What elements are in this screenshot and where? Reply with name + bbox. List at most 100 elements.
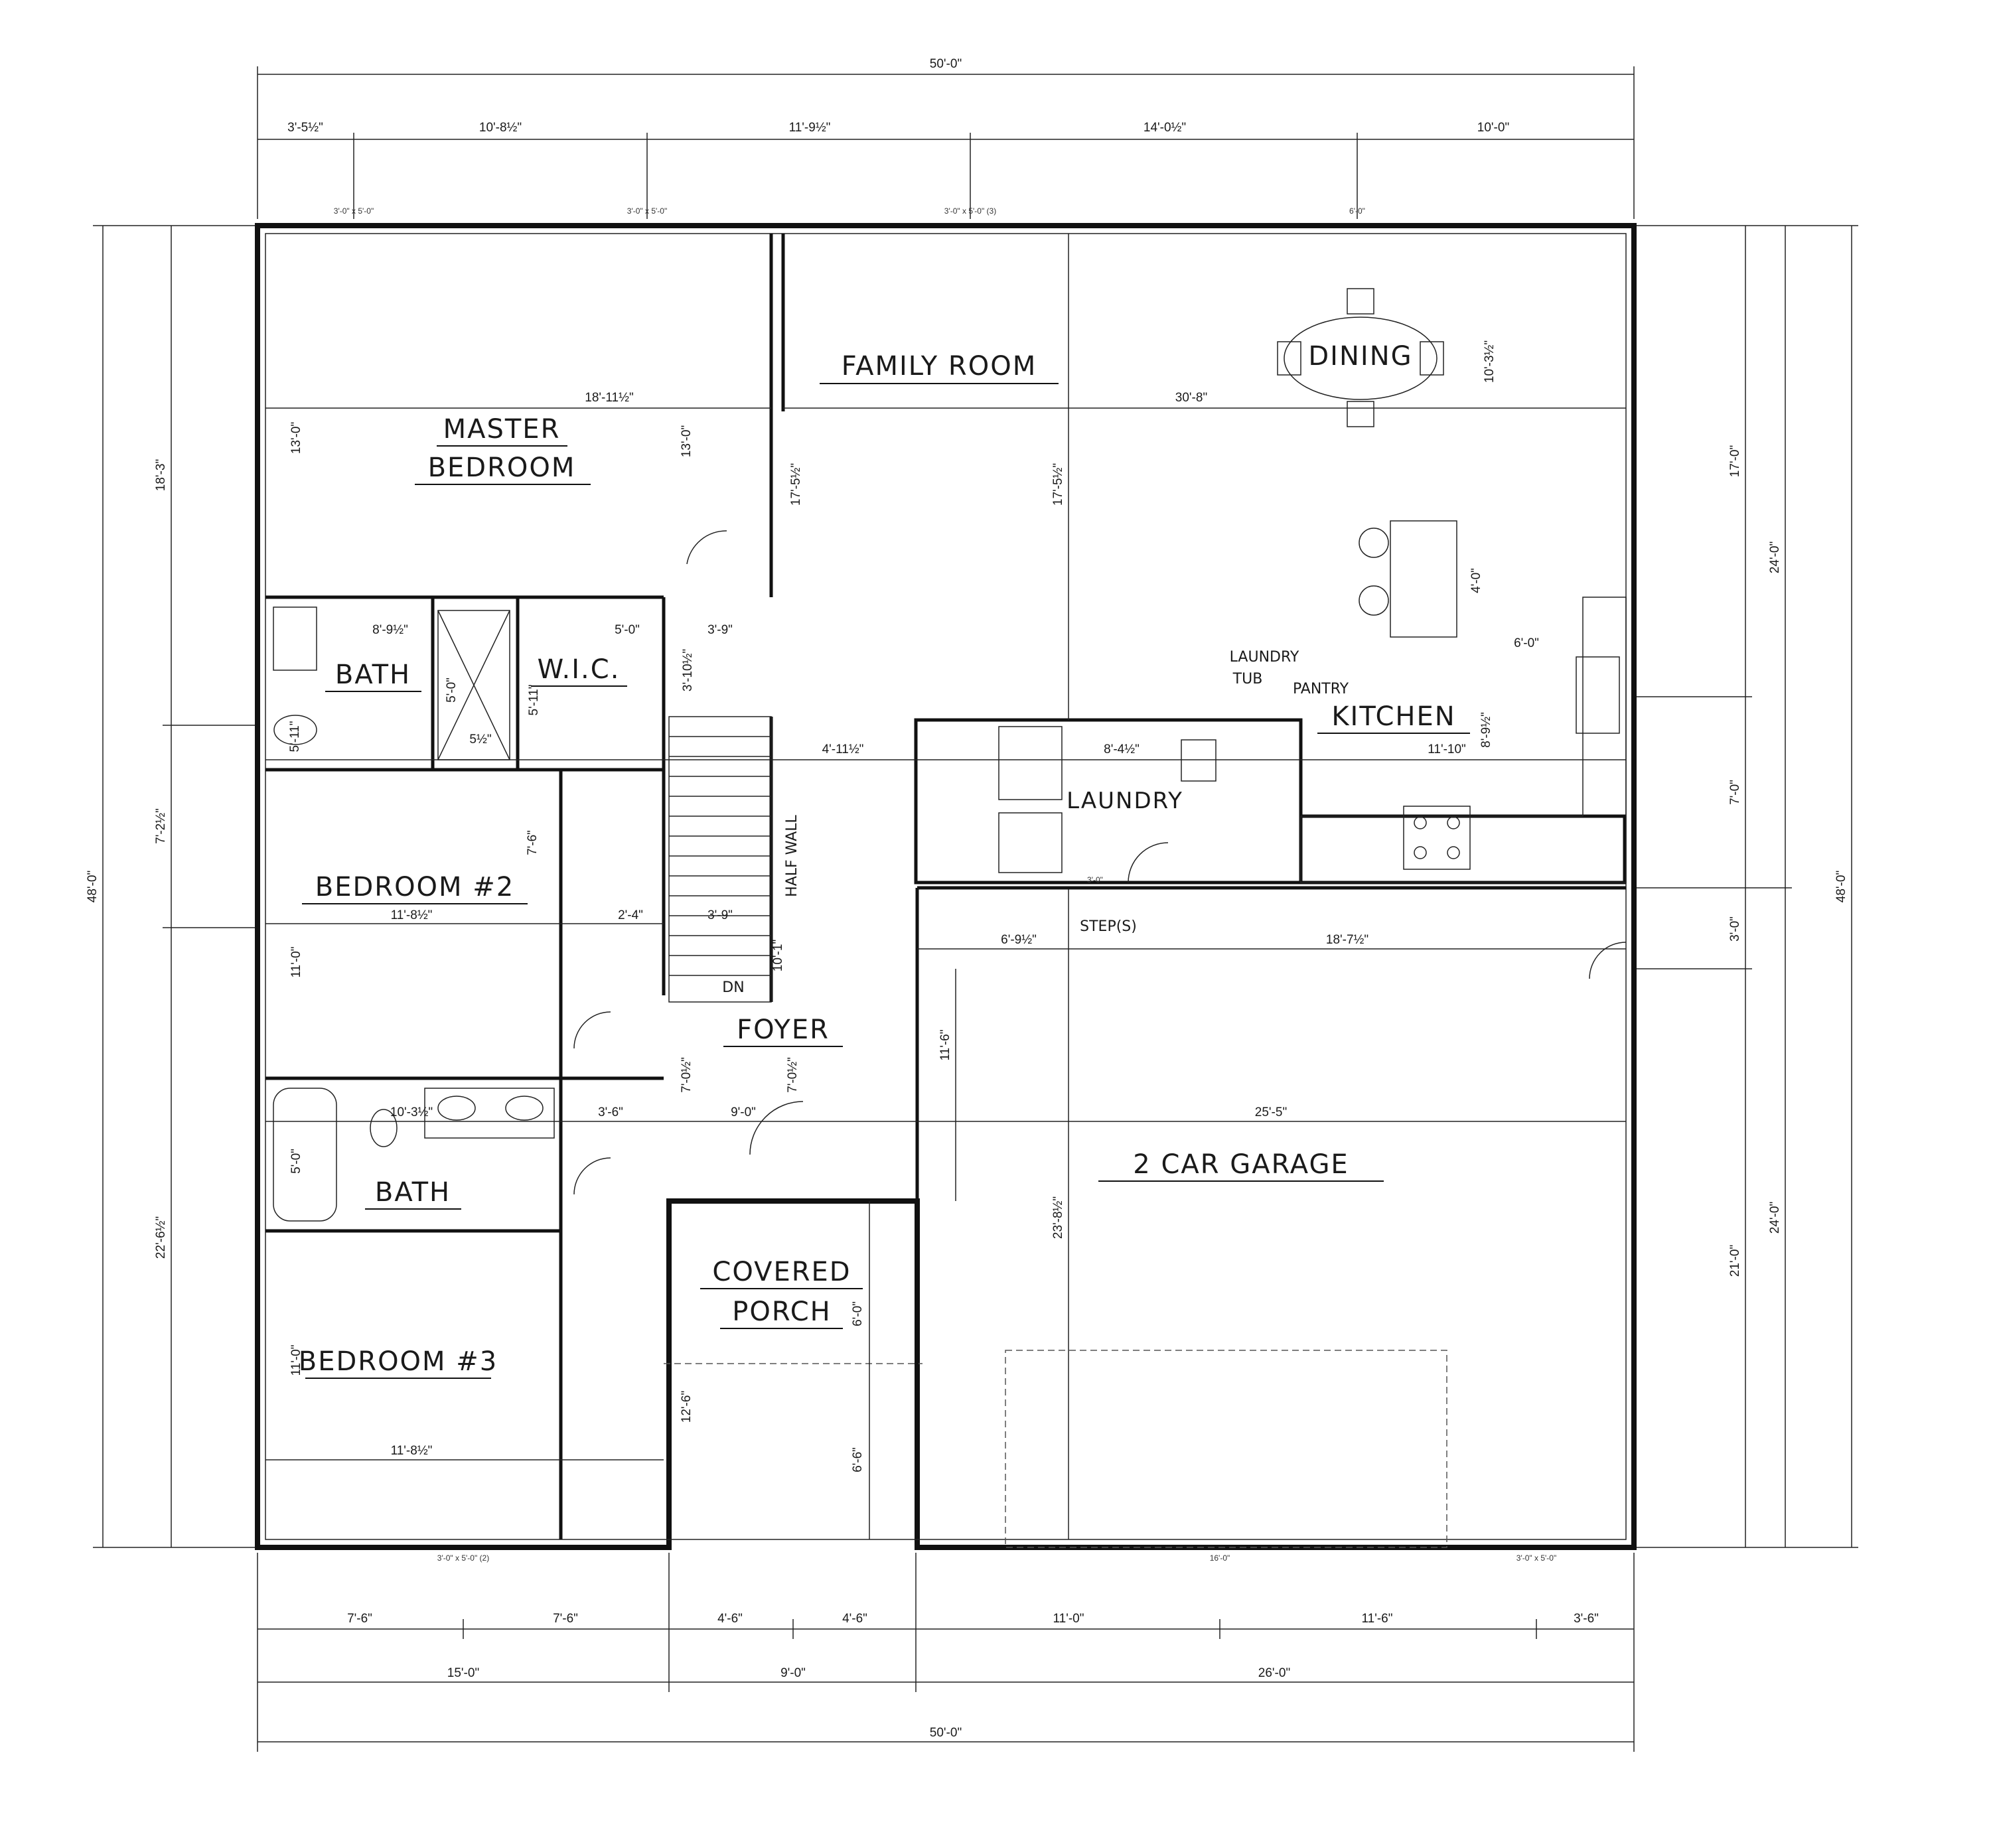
toilet-icon <box>370 1109 398 1147</box>
interior-dimensions: 18'-11½" 13'-0" 13'-0" 30'-8" 17'-5½" 17… <box>288 340 1539 1472</box>
dim-kitchen-width: 11'-10" <box>1428 743 1466 756</box>
dim-bottom-2: 7'-6" <box>553 1612 578 1626</box>
dim-laundry-depth: 8'-4½" <box>1104 743 1140 756</box>
dim-toilet-height: 5'-11" <box>288 721 302 752</box>
dim-dining-height: 10'-3½" <box>1483 340 1497 383</box>
window-bottom-3: 3'-0" x 5'-0" <box>1516 1553 1556 1563</box>
label-laundry-tub-2: TUB <box>1232 671 1263 687</box>
dim-bath2-width: 10'-3½" <box>390 1105 433 1119</box>
dim-left-1: 18'-3" <box>154 459 168 491</box>
dryer-icon <box>998 812 1063 873</box>
range-icon <box>1403 806 1471 870</box>
label-pantry: PANTRY <box>1293 681 1349 697</box>
dim-garage-height-2: 11'-6" <box>938 1030 952 1061</box>
dim-right-3: 3'-0" <box>1728 916 1742 942</box>
label-master-line2: BEDROOM <box>428 453 576 483</box>
label-underlines <box>302 383 1470 1379</box>
dim-bed2-height: 11'-0" <box>289 947 303 978</box>
dim-stair-height: 17'-5½" <box>789 463 803 506</box>
dim-bath2-height: 5'-0" <box>289 1149 303 1174</box>
dim-foyer-height-2: 7'-0½" <box>786 1057 800 1093</box>
label-bedroom-3: BEDROOM #3 <box>299 1346 498 1377</box>
room-labels: FAMILY ROOM DINING MASTER BEDROOM BATH W… <box>299 341 1455 1377</box>
dim-top-overall: 50'-0" <box>930 57 962 71</box>
dim-closet-height: 7'-6" <box>526 830 540 855</box>
dimension-lines <box>93 66 1858 1752</box>
dim-island-width: 6'-0" <box>1514 636 1539 650</box>
dim-bed2-width: 11'-8½" <box>391 908 433 922</box>
dim-bottom-5: 11'-0" <box>1053 1612 1084 1626</box>
washer-icon <box>998 726 1063 800</box>
dim-right-m2: 24'-0" <box>1768 1202 1782 1234</box>
dim-top-3: 11'-9½" <box>789 121 831 135</box>
toilet-icon <box>273 715 317 745</box>
dim-bottom-1: 7'-6" <box>347 1612 372 1626</box>
dim-bottom-7: 3'-6" <box>1574 1612 1599 1626</box>
label-laundry: LAUNDRY <box>1067 788 1183 814</box>
dim-wic-width: 5'-0" <box>615 623 640 637</box>
bar-stool-icon <box>1359 528 1389 558</box>
dim-right-4: 21'-0" <box>1728 1245 1742 1277</box>
dim-right-overall: 48'-0" <box>1834 871 1848 902</box>
dim-bottom-c1: 15'-0" <box>447 1666 479 1680</box>
dim-bed3-width: 11'-8½" <box>391 1444 433 1458</box>
double-vanity <box>424 1088 555 1139</box>
dim-stair-width: 3'-9" <box>707 908 733 922</box>
dim-shower-width: 5½" <box>469 733 491 746</box>
dim-garage-w1: 6'-9½" <box>1001 933 1037 947</box>
dim-wic-height: 5'-11" <box>527 685 541 716</box>
dim-island-height: 4'-0" <box>1469 568 1483 593</box>
dim-porch-height-2: 6'-6" <box>851 1447 865 1472</box>
dim-door-3: 3'-0" <box>1087 875 1103 885</box>
window-bottom-2: 16'-0" <box>1210 1553 1230 1563</box>
dim-porch-length: 12'-6" <box>680 1391 694 1423</box>
door-swings <box>573 530 1627 1195</box>
window-bottom-1: 3'-0" x 5'-0" (2) <box>437 1553 489 1563</box>
dim-bottom-4: 4'-6" <box>842 1612 867 1626</box>
garage-door-outline <box>1005 1350 1447 1548</box>
laundry-tub-icon <box>1181 739 1217 782</box>
dim-top-2: 10'-8½" <box>479 121 522 135</box>
dining-table <box>1277 288 1444 427</box>
dim-foyer-height: 7'-0½" <box>680 1057 694 1093</box>
dim-kitchen-height: 8'-9½" <box>1479 712 1493 748</box>
left-dimensions: 48'-0" 18'-3" 7'-2½" 22'-6½" <box>86 459 168 1259</box>
dim-garage-width: 25'-5" <box>1255 1105 1287 1119</box>
label-porch-line1: COVERED <box>712 1257 851 1287</box>
dim-garage-w2: 18'-7½" <box>1326 933 1368 947</box>
label-wic: W.I.C. <box>538 654 621 685</box>
top-dimensions: 50'-0" 3'-5½" 10'-8½" 11'-9½" 14'-0½" 10… <box>287 57 1509 216</box>
dim-left-2: 7'-2½" <box>154 808 168 844</box>
bathtub-icon <box>273 1088 337 1222</box>
dim-right-m1: 24'-0" <box>1768 541 1782 573</box>
label-master-line1: MASTER <box>443 414 561 445</box>
dim-hall-height: 3'-10½" <box>681 649 695 691</box>
label-family-room: FAMILY ROOM <box>842 351 1037 382</box>
dim-right-1: 17'-0" <box>1728 445 1742 477</box>
dim-porch-height: 6'-0" <box>851 1301 865 1326</box>
dim-bath-width: 8'-9½" <box>372 623 408 637</box>
label-garage: 2 CAR GARAGE <box>1133 1149 1349 1180</box>
dim-stair-run: 10'-1" <box>771 940 785 971</box>
kitchen-sink <box>1576 656 1620 734</box>
dim-laundry-width: 4'-11½" <box>822 743 864 756</box>
dim-top-4: 14'-0½" <box>1143 121 1186 135</box>
dim-hall2: 3'-6" <box>598 1105 623 1119</box>
bar-stool-icon <box>1359 585 1389 616</box>
dim-master-width: 18'-11½" <box>585 391 633 405</box>
bottom-dimensions: 7'-6" 7'-6" 4'-6" 4'-6" 11'-0" 11'-6" 3'… <box>347 1553 1599 1740</box>
dim-family-height: 17'-5½" <box>1051 463 1065 506</box>
label-laundry-tub-1: LAUNDRY <box>1230 649 1299 666</box>
window-top-2: 3'-0" x 5'-0" <box>627 206 667 216</box>
dim-top-1: 3'-5½" <box>287 121 323 135</box>
label-foyer: FOYER <box>737 1015 830 1045</box>
dim-bed3-height: 11'-0" <box>289 1345 303 1376</box>
dim-master-h2: 13'-0" <box>680 425 694 457</box>
label-dining: DINING <box>1308 341 1412 372</box>
label-half-wall: HALF WALL <box>784 814 800 896</box>
staircase <box>668 716 772 1003</box>
label-bedroom-2: BEDROOM #2 <box>315 872 514 902</box>
interior-dimension-lines <box>265 234 1626 1539</box>
dim-bottom-6: 11'-6" <box>1362 1612 1393 1626</box>
label-kitchen: KITCHEN <box>1331 701 1455 732</box>
